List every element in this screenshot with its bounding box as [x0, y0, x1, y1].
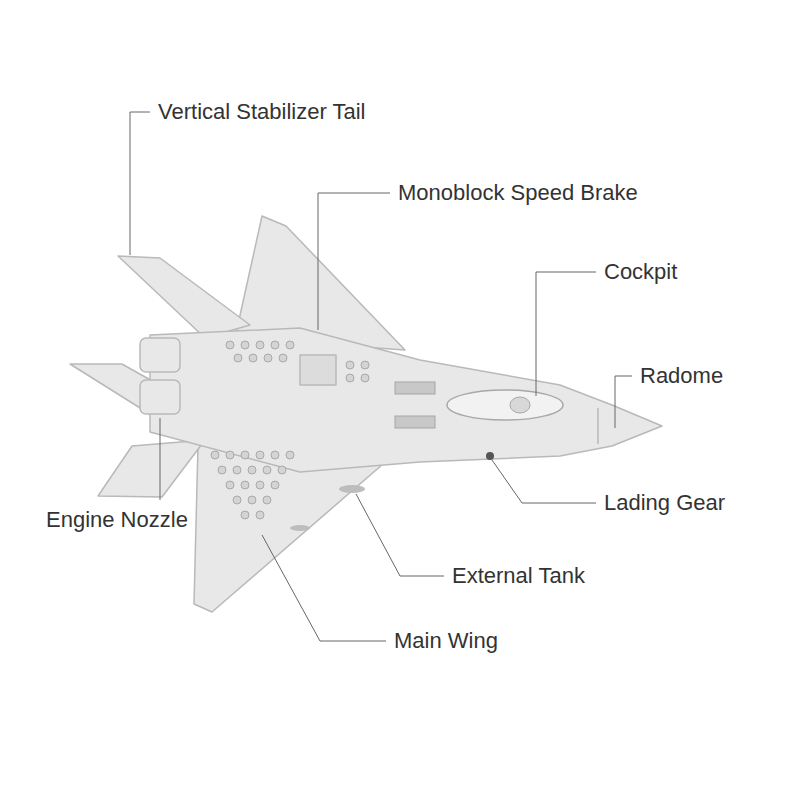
leader-line	[130, 112, 150, 255]
part-label: External Tank	[452, 563, 585, 589]
leader-line	[262, 535, 386, 641]
wing-pylon	[290, 525, 310, 531]
speed-brake	[300, 355, 336, 385]
part-label: Main Wing	[394, 628, 498, 654]
part-label: Lading Gear	[604, 490, 725, 516]
nose-ring	[597, 408, 599, 444]
external-tank	[339, 485, 365, 493]
leader-line	[536, 272, 596, 396]
part-label: Cockpit	[604, 259, 677, 285]
part-label: Vertical Stabilizer Tail	[158, 99, 365, 125]
leader-line	[615, 376, 632, 428]
vents	[395, 382, 435, 428]
leader-line	[492, 460, 596, 503]
leader-line	[356, 494, 444, 576]
fuselage	[150, 328, 662, 472]
engine-nozzle-upper	[140, 338, 180, 372]
canopy	[447, 390, 563, 420]
part-label: Radome	[640, 363, 723, 389]
part-label: Engine Nozzle	[46, 507, 188, 533]
canopy-seat	[510, 397, 530, 413]
studs	[211, 341, 369, 519]
lower-stabilizer	[98, 440, 205, 497]
landing-gear	[486, 452, 494, 460]
leader-line	[160, 418, 161, 500]
tail-fin	[118, 256, 250, 338]
part-label: Monoblock Speed Brake	[398, 180, 638, 206]
engine-nozzle-lower	[140, 380, 180, 414]
leader-line	[318, 193, 390, 330]
